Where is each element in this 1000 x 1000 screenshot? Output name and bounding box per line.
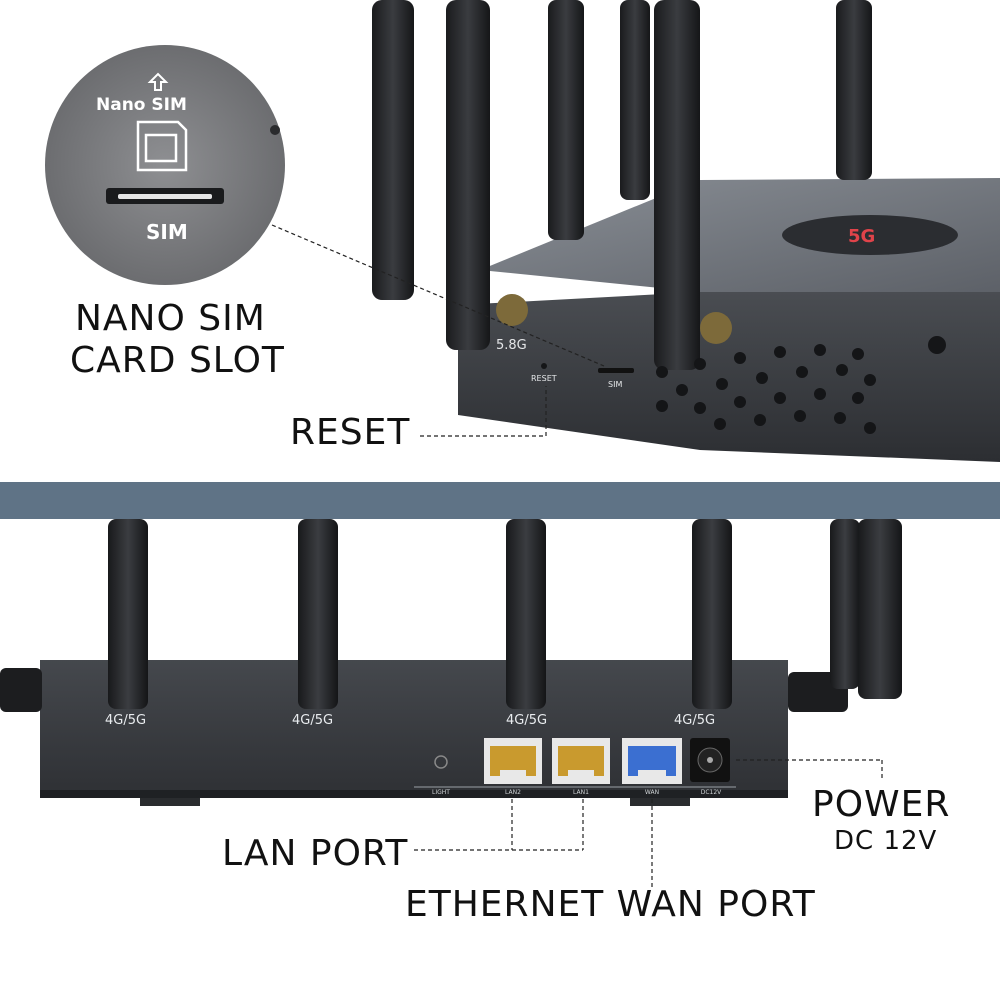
sim-slot-callout-line1: NANO SIM xyxy=(75,298,266,339)
port-label-lan1: LAN1 xyxy=(573,789,589,796)
zoom-inset-slot-label: SIM xyxy=(146,220,188,244)
sim-card-icon xyxy=(136,120,188,172)
antenna-label: 4G/5G xyxy=(105,713,147,728)
power-callout: POWER xyxy=(812,784,951,825)
antenna xyxy=(446,0,490,350)
antenna-label: 4G/5G xyxy=(292,713,334,728)
antenna xyxy=(836,0,872,180)
router-top-surface xyxy=(480,178,1000,292)
antenna xyxy=(654,0,700,370)
sim-slot xyxy=(598,368,634,373)
antenna xyxy=(692,519,732,709)
sim-zoom-inset xyxy=(45,45,285,285)
antenna xyxy=(858,519,902,699)
light-indicator xyxy=(434,755,448,769)
lan-port-callout: LAN PORT xyxy=(222,833,409,874)
power-spec-callout: DC 12V xyxy=(834,826,938,856)
antenna xyxy=(108,519,148,709)
top-router-illustration: 5G xyxy=(45,0,1000,462)
svg-text:5G: 5G xyxy=(848,226,875,247)
router-front-face xyxy=(458,292,1000,462)
port-label-wan: WAN xyxy=(644,789,660,796)
port-label-light: LIGHT xyxy=(432,789,450,796)
antenna xyxy=(548,0,584,240)
antenna xyxy=(620,0,650,200)
logo-disc xyxy=(782,215,958,255)
zoom-inset-header: Nano SIM xyxy=(96,95,187,115)
reset-device-label: RESET xyxy=(531,374,557,383)
antenna-label: 4G/5G xyxy=(674,713,716,728)
reset-hole xyxy=(541,363,547,369)
antenna-label: 4G/5G xyxy=(506,713,548,728)
bottom-router-illustration xyxy=(0,519,902,888)
sim-slot-callout-line2: CARD SLOT xyxy=(70,340,285,381)
section-divider xyxy=(0,482,1000,519)
band-label: 5.8G xyxy=(496,338,527,353)
antenna xyxy=(372,0,414,300)
antenna xyxy=(298,519,338,709)
sim-device-label: SIM xyxy=(608,380,623,389)
antenna xyxy=(830,519,860,689)
port-label-lan2: LAN2 xyxy=(505,789,521,796)
reset-callout: RESET xyxy=(290,412,411,453)
antenna xyxy=(506,519,546,709)
wan-port-callout: ETHERNET WAN PORT xyxy=(405,884,816,925)
vent-holes xyxy=(656,344,876,434)
port-label-dc12v: DC12V xyxy=(700,789,722,796)
